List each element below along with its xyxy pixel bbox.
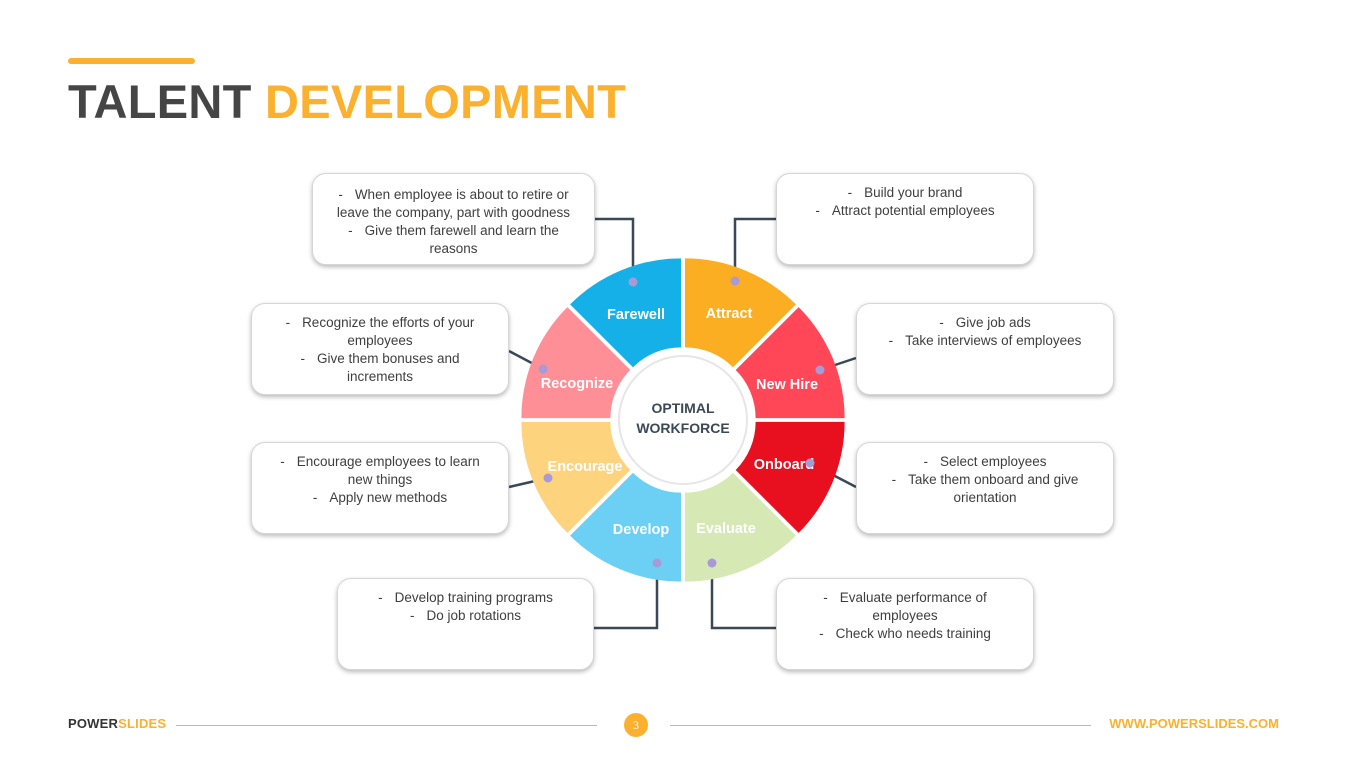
connector-dots xyxy=(538,276,825,568)
segment-encourage xyxy=(521,421,631,533)
callout-line: -Apply new methods xyxy=(312,490,448,505)
connector-develop xyxy=(594,563,659,630)
connector-attract xyxy=(733,217,776,281)
segment-recognize xyxy=(521,307,631,419)
title-accent-bar xyxy=(68,58,195,64)
segment-label-attract: Attract xyxy=(706,306,753,322)
connector-dot-attract xyxy=(730,276,740,286)
page-number: 3 xyxy=(624,713,648,737)
title-part-2: DEVELOPMENT xyxy=(265,75,627,128)
callout-line: -Take them onboard and give orientation xyxy=(891,472,1079,505)
callout-farewell: -When employee is about to retire or lea… xyxy=(312,173,595,265)
callout-line: -Build your brand xyxy=(847,185,963,200)
callout-line: -Take interviews of employees xyxy=(888,333,1082,348)
center-text-line-2: WORKFORCE xyxy=(636,420,729,436)
callout-encourage: -Encourage employees to learn new things… xyxy=(251,442,509,534)
connector-dot-evaluate xyxy=(707,558,717,568)
footer-divider-left xyxy=(176,725,597,726)
callout-line: -Give them bonuses and increments xyxy=(300,351,460,384)
footer-url: WWW.POWERSLIDES.COM xyxy=(1109,716,1279,731)
connector-dot-recognize xyxy=(538,364,548,374)
callout-new-hire: -Give job ads -Take interviews of employ… xyxy=(856,303,1114,395)
connector-dot-farewell xyxy=(628,277,638,287)
footer-brand-logo: POWERSLIDES xyxy=(68,716,166,731)
callout-line: -Give them farewell and learn the reason… xyxy=(348,223,559,256)
callout-line: -When employee is about to retire or lea… xyxy=(336,187,571,220)
brand-part-2: SLIDES xyxy=(118,716,167,731)
title-part-1: TALENT xyxy=(68,75,252,128)
callout-attract: -Build your brand -Attract potential emp… xyxy=(776,173,1034,265)
segment-label-farewell: Farewell xyxy=(607,307,665,323)
segment-label-evaluate: Evaluate xyxy=(696,521,756,537)
segment-develop xyxy=(570,472,682,582)
callout-evaluate: -Evaluate performance of employees -Chec… xyxy=(776,578,1034,670)
segment-attract xyxy=(684,258,796,368)
connector-dot-encourage xyxy=(543,473,553,483)
callout-line: -Give job ads xyxy=(939,315,1031,330)
center-circle xyxy=(618,355,748,485)
callout-line: -Develop training programs xyxy=(378,590,553,605)
segment-farewell xyxy=(570,258,682,368)
connector-evaluate xyxy=(710,563,776,630)
segment-label-new-hire: New Hire xyxy=(756,377,818,393)
callout-recognize: -Recognize the efforts of your employees… xyxy=(251,303,509,395)
callout-line: -Select employees xyxy=(923,454,1047,469)
segment-label-develop: Develop xyxy=(613,522,670,538)
segment-new-hire xyxy=(735,307,845,419)
callout-line: -Encourage employees to learn new things xyxy=(280,454,480,487)
callout-line: -Evaluate performance of employees xyxy=(823,590,987,623)
segment-label-recognize: Recognize xyxy=(541,376,614,392)
connector-dot-onboard xyxy=(805,458,815,468)
footer-divider-right xyxy=(670,725,1091,726)
center-text-line-1: OPTIMAL xyxy=(652,400,715,416)
connector-farewell xyxy=(595,217,635,282)
connector-dot-new-hire xyxy=(815,365,825,375)
callout-line: -Do job rotations xyxy=(409,608,522,623)
callout-onboard: -Select employees -Take them onboard and… xyxy=(856,442,1114,534)
wheel-segments xyxy=(521,258,845,582)
callout-line: -Check who needs training xyxy=(819,626,991,641)
segment-label-onboard: Onboard xyxy=(754,457,814,473)
callout-line: -Recognize the efforts of your employees xyxy=(285,315,475,348)
connector-dot-develop xyxy=(652,558,662,568)
callout-line: -Attract potential employees xyxy=(815,203,995,218)
segment-label-encourage: Encourage xyxy=(548,459,623,475)
callout-develop: -Develop training programs -Do job rotat… xyxy=(337,578,594,670)
page-title: TALENT DEVELOPMENT xyxy=(68,74,626,129)
segment-onboard xyxy=(735,421,845,533)
segment-evaluate xyxy=(684,472,796,582)
brand-part-1: POWER xyxy=(68,716,119,731)
